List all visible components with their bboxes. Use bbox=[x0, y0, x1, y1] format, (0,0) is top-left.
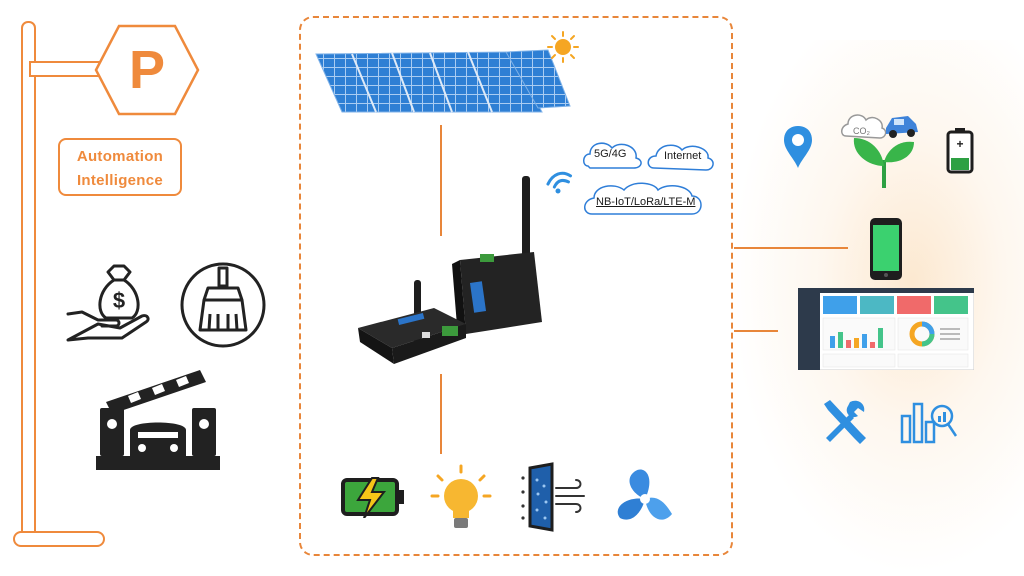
cloud-nb-label: NB-IoT/LoRa/LTE-M bbox=[596, 196, 696, 208]
cleaning-brush-icon bbox=[180, 262, 266, 348]
cloud-5g-shape bbox=[583, 142, 642, 169]
tools-icon bbox=[824, 400, 866, 444]
fan-icon bbox=[617, 469, 672, 520]
solar-panel bbox=[315, 49, 571, 113]
iot-gateway-router bbox=[358, 176, 542, 364]
co2-plant-car-icon: CO₂ bbox=[841, 114, 918, 188]
parking-sign bbox=[94, 24, 200, 116]
chip-line-2: Intelligence bbox=[76, 172, 164, 189]
smartphone-icon bbox=[870, 218, 902, 280]
light-bulb-icon bbox=[430, 464, 492, 528]
svg-text:+: + bbox=[956, 137, 963, 151]
parking-barrier-icon bbox=[96, 370, 220, 470]
air-filter-icon bbox=[521, 462, 585, 532]
signpost bbox=[13, 21, 200, 547]
svg-text:CO₂: CO₂ bbox=[853, 126, 871, 136]
gateway-panel bbox=[299, 16, 733, 556]
cloud-5g-label: 5G/4G bbox=[594, 148, 627, 160]
svg-text:$: $ bbox=[113, 288, 125, 313]
sun-icon bbox=[547, 31, 579, 63]
money-hand-icon: $ bbox=[66, 264, 150, 342]
analytics-chart-icon bbox=[900, 402, 958, 444]
battery-icon: + bbox=[946, 128, 974, 174]
network-clouds bbox=[583, 142, 714, 215]
automation-intelligence-chip: Automation Intelligence bbox=[58, 138, 182, 196]
parking-letter: P bbox=[128, 40, 166, 100]
chip-line-1: Automation bbox=[76, 148, 164, 165]
dashboard-screenshot bbox=[798, 288, 974, 370]
cloud-nb-shape bbox=[584, 182, 702, 215]
location-pin-icon bbox=[784, 126, 812, 168]
cloud-internet-shape bbox=[647, 144, 714, 171]
battery-charging-icon bbox=[341, 477, 404, 518]
wifi-icon bbox=[546, 171, 573, 194]
cloud-internet-label: Internet bbox=[664, 150, 702, 162]
